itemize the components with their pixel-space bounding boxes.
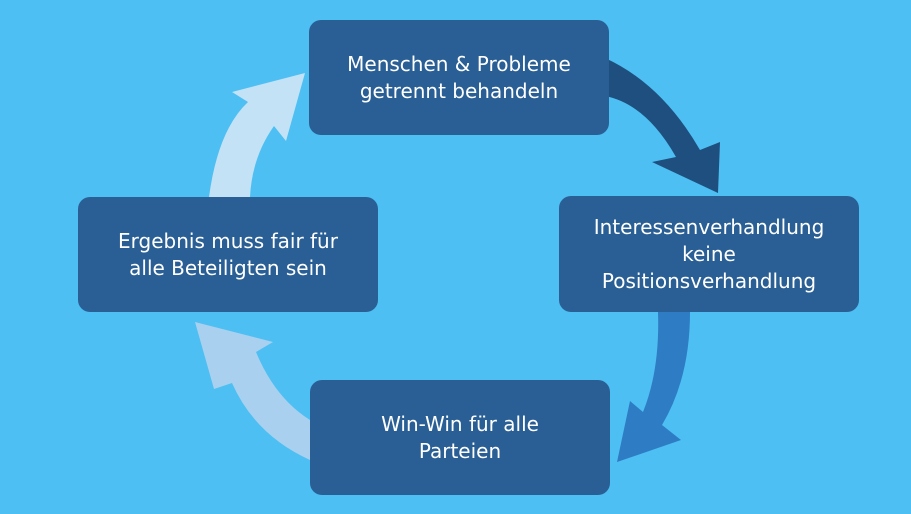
node-label: Ergebnis muss fair für alle Beteiligten … xyxy=(118,228,338,280)
node-interest-negotiation: Interessenverhandlung keine Positionsver… xyxy=(559,196,859,312)
node-fair-result: Ergebnis muss fair für alle Beteiligten … xyxy=(78,197,378,312)
arrow-top-to-right xyxy=(605,58,720,193)
node-label: Menschen & Probleme getrennt behandeln xyxy=(347,51,571,103)
node-label: Interessenverhandlung keine Positionsver… xyxy=(593,214,825,293)
node-label: Win-Win für alle Parteien xyxy=(381,411,539,463)
arrow-bottom-to-left xyxy=(195,322,310,460)
node-win-win: Win-Win für alle Parteien xyxy=(310,380,610,495)
arrow-right-to-bottom xyxy=(617,312,690,462)
node-people-problems: Menschen & Probleme getrennt behandeln xyxy=(309,20,609,135)
arrow-left-to-top xyxy=(209,73,305,197)
